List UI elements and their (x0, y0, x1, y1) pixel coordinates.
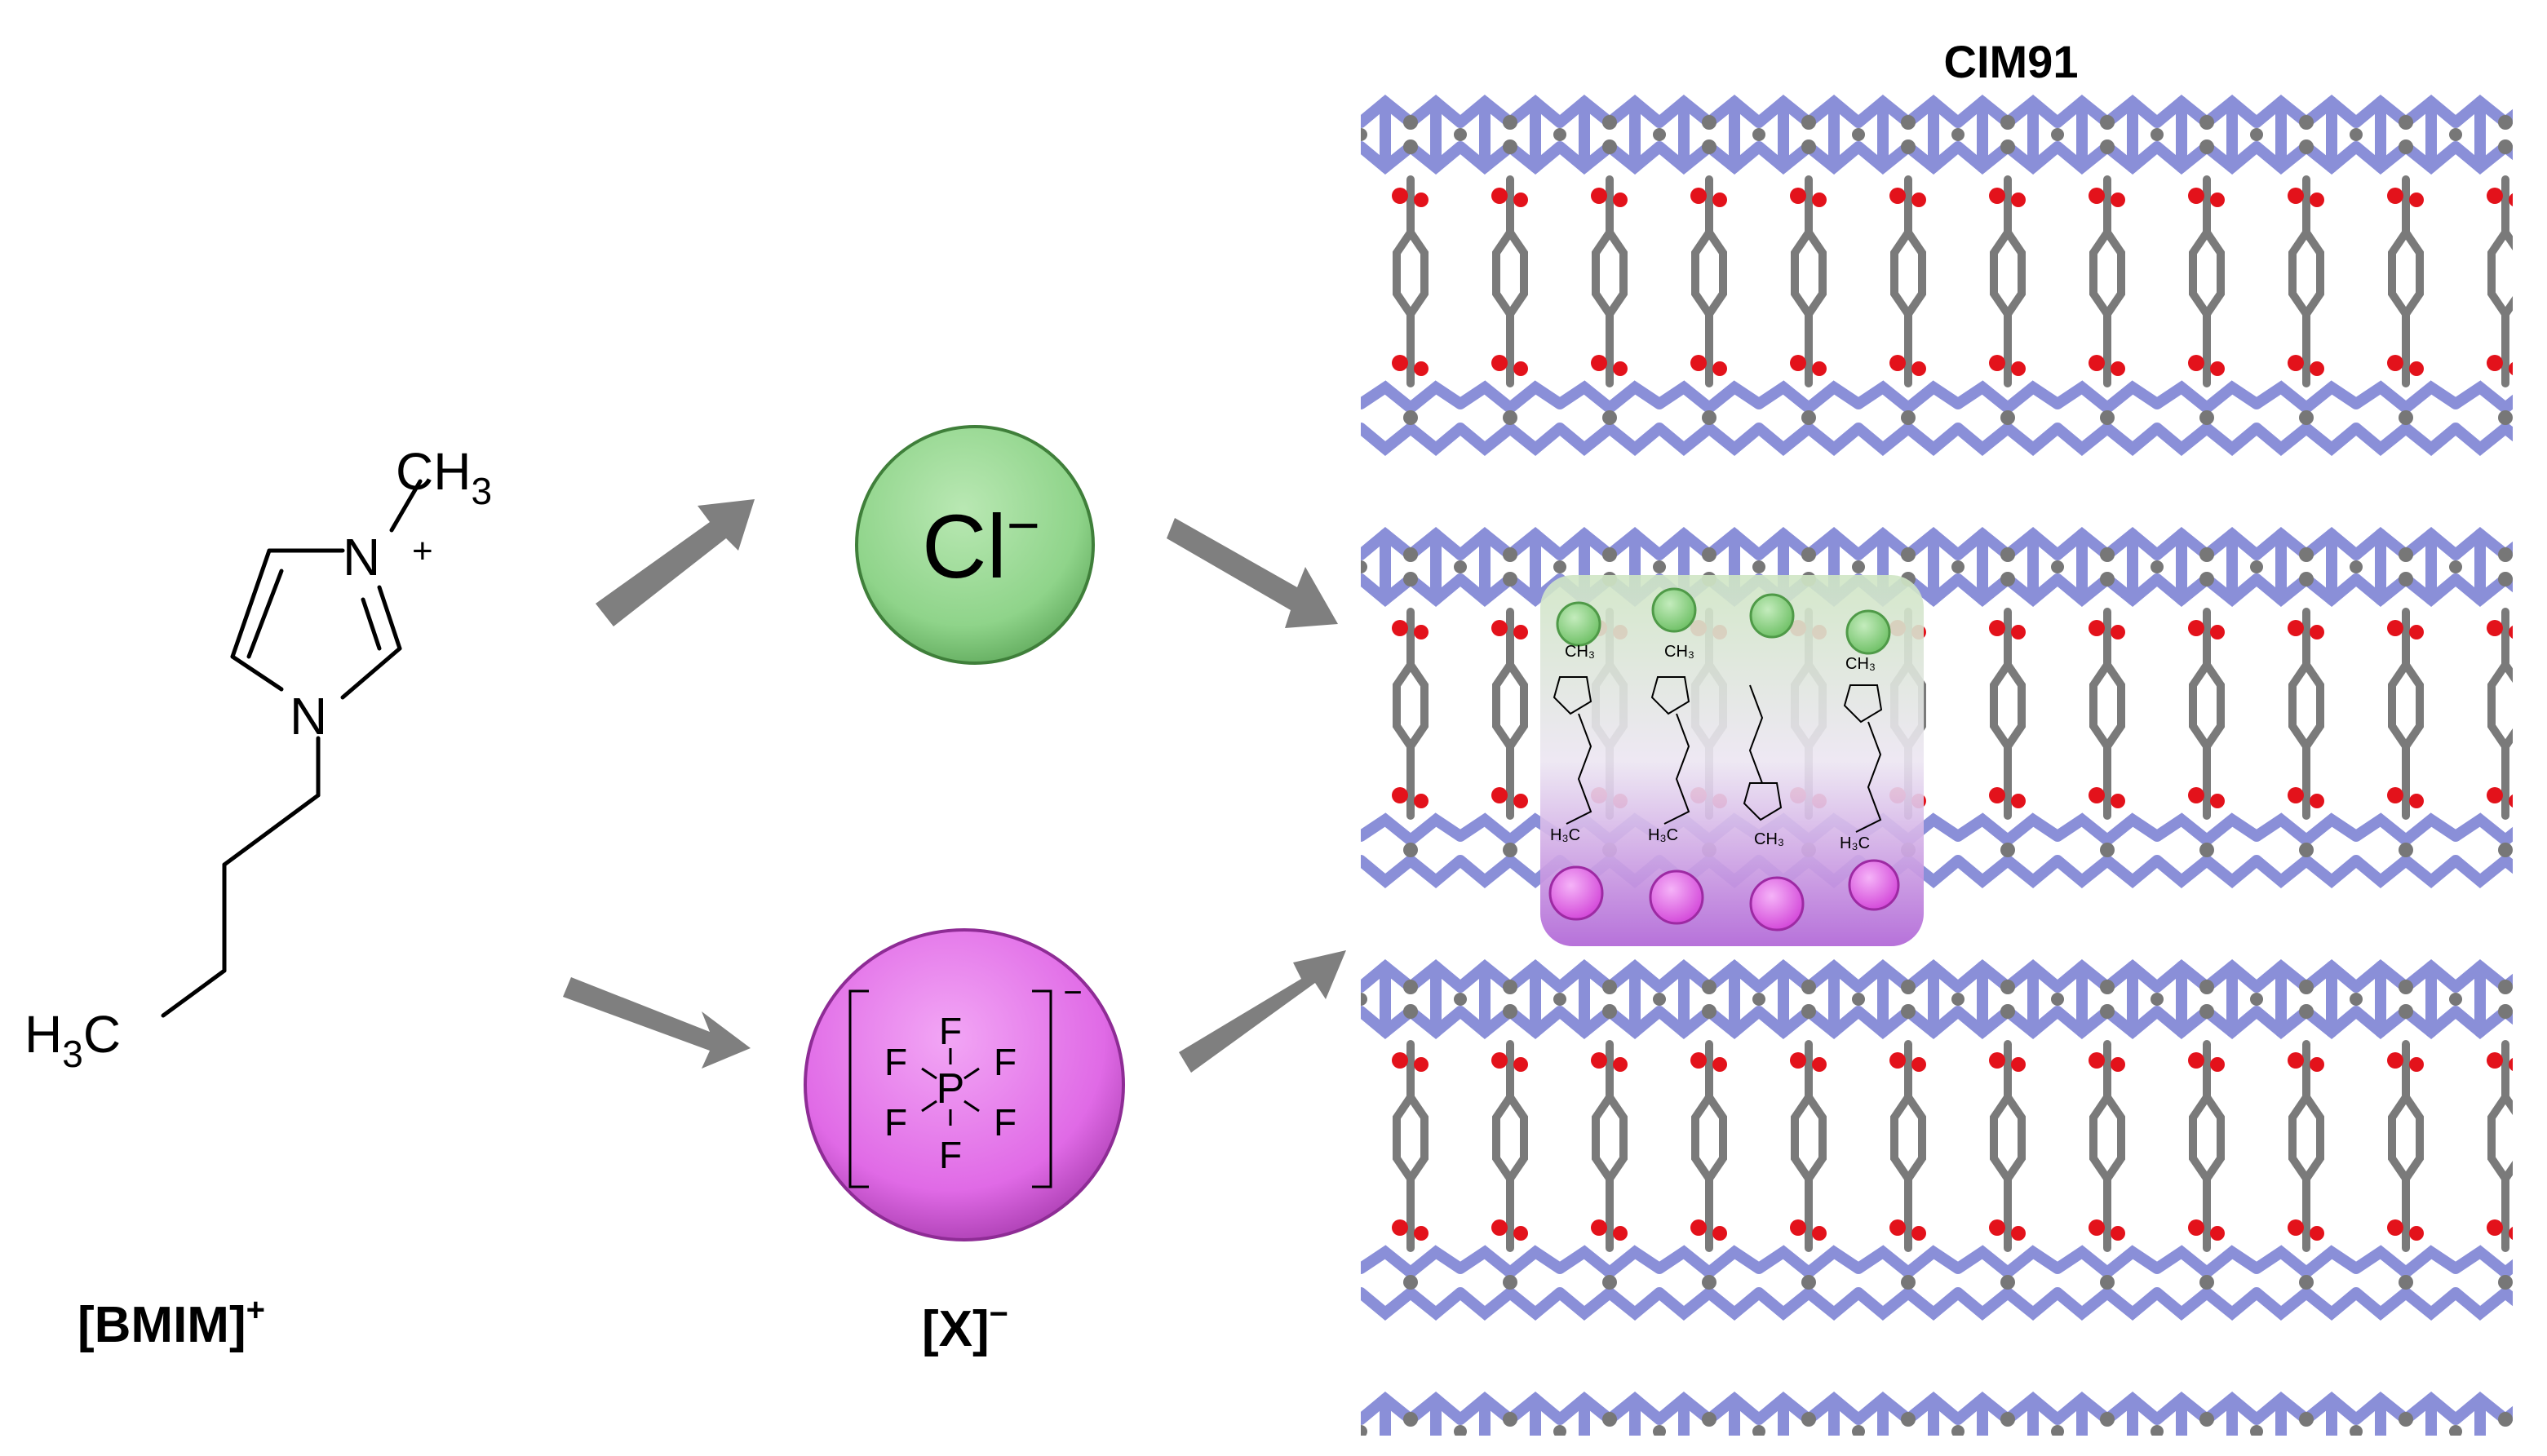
left-bracket (848, 989, 869, 1188)
f-upper-left: F (884, 1041, 907, 1083)
ring-bond (230, 548, 272, 659)
mini-chain (1566, 713, 1592, 825)
pf6-sphere: F P F F F F F − (804, 928, 1125, 1241)
p-f-bond (921, 1067, 937, 1080)
f-lower-right: F (994, 1101, 1017, 1144)
arrow-cation-to-pf6 (563, 977, 751, 1069)
mini-ch3: CH₃ (1664, 643, 1694, 661)
arrows (563, 499, 1346, 1073)
framework-lattice (1361, 65, 2513, 1436)
bmim-structure (161, 479, 423, 1018)
p-f-bond (963, 1067, 980, 1080)
mini-ring (1650, 676, 1690, 715)
svg-text:[X]−: [X]− (922, 1296, 1008, 1357)
chloride-sphere: Cl− (855, 425, 1095, 665)
arrow-pf6-to-framework (1179, 950, 1346, 1073)
n-ring-label: N (290, 687, 327, 746)
pore-gradient (1540, 575, 1924, 946)
arrow-cation-to-chloride (596, 499, 755, 626)
chloride-ion (1749, 593, 1795, 639)
mini-chain (1748, 684, 1764, 784)
chloride-charge: − (1007, 493, 1040, 557)
mini-ch3: CH₃ (1565, 643, 1595, 661)
pf6-ion (1548, 865, 1604, 921)
chloride-symbol: Cl (922, 497, 1007, 597)
anion-label: [X] (922, 1301, 990, 1357)
cation-label-charge: + (246, 1292, 265, 1328)
f-upper-right: F (994, 1041, 1017, 1083)
butyl-bond (161, 968, 227, 1018)
butyl-bond (222, 793, 321, 867)
framework-label: CIM91 (1944, 36, 2079, 87)
ring-bond (377, 585, 402, 651)
p-f-bond (921, 1100, 937, 1113)
cation-label: [BMIM] (78, 1297, 246, 1353)
f-top: F (939, 1010, 962, 1052)
chloride-ion (1651, 587, 1697, 633)
methyl-label: CH (396, 442, 471, 501)
p-center: P (937, 1065, 965, 1113)
svg-text:Cl−: Cl− (922, 493, 1040, 597)
svg-text:CH3: CH3 (396, 442, 492, 512)
svg-text:H3C: H3C (24, 1005, 121, 1075)
chloride-ion (1845, 609, 1891, 655)
ring-double-bond (246, 569, 284, 659)
terminal-sub: 3 (62, 1033, 83, 1075)
methyl-bond (389, 479, 423, 533)
ring-bond (340, 646, 402, 700)
right-bracket (1032, 989, 1052, 1188)
ring-bond (230, 654, 284, 692)
mini-ch3: CH₃ (1754, 830, 1784, 848)
mini-chain (1855, 721, 1882, 833)
p-f-bond (963, 1100, 980, 1113)
mini-h3c: H₃C (1550, 826, 1580, 844)
pf6-charge: − (1063, 975, 1082, 1011)
methyl-subscript: 3 (471, 470, 492, 512)
mini-ring (1743, 782, 1783, 821)
mini-ring (1553, 676, 1592, 715)
ionic-liquid-pore: CH₃ H₃C CH₃ H₃C CH₃ CH₃ H₃C (1540, 575, 1924, 946)
anion-label-charge: − (990, 1296, 1008, 1332)
mini-ring (1843, 684, 1883, 724)
pf6-ion (1848, 859, 1900, 911)
chloride-ion (1556, 601, 1601, 647)
f-lower-left: F (884, 1101, 907, 1144)
f-bottom: F (939, 1134, 962, 1176)
mini-chain (1663, 713, 1690, 825)
cim91-framework (1361, 65, 2513, 1436)
mini-ch3: CH₃ (1845, 655, 1876, 673)
n-plus-charge: + (412, 531, 433, 571)
pf6-ion (1749, 876, 1805, 932)
svg-text:[BMIM]+: [BMIM]+ (78, 1292, 265, 1353)
ring-double-bond (361, 597, 382, 651)
mini-h3c: H₃C (1648, 826, 1678, 844)
n-plus-label: N (343, 528, 380, 586)
pf6-ion (1649, 870, 1704, 925)
mini-h3c: H₃C (1840, 834, 1870, 852)
terminal-h: H (24, 1005, 62, 1064)
terminal-c: C (83, 1005, 121, 1064)
arrow-chloride-to-framework (1167, 518, 1338, 628)
